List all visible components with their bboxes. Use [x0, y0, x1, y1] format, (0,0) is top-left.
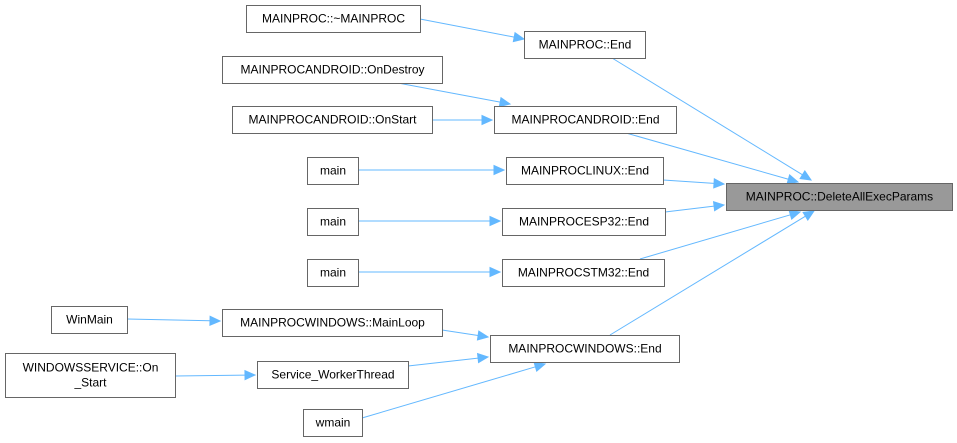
- edge-n_esp32_end-to-n_target: [664, 205, 715, 213]
- node-mainproc-end[interactable]: MAINPROC::End: [524, 31, 646, 59]
- arrowhead-n_android_onstart-to-n_android_end: [481, 114, 494, 126]
- node-box[interactable]: [222, 309, 443, 337]
- node-label: MAINPROC::DeleteAllExecParams: [746, 190, 933, 204]
- arrowhead-n_main_esp32-to-n_esp32_end: [489, 215, 502, 227]
- node-service-worker[interactable]: Service_WorkerThread: [257, 361, 409, 389]
- node-label: Service_WorkerThread: [271, 368, 394, 382]
- edge-n_windows_mainloop-to-n_windows_end: [441, 329, 479, 336]
- edge-n_stm32_end-to-n_target: [639, 214, 791, 260]
- arrowhead-n_esp32_end-to-n_target: [712, 201, 726, 212]
- node-label: MAINPROCANDROID::OnStart: [248, 113, 417, 127]
- node-box[interactable]: [490, 335, 680, 363]
- node-label: main: [320, 164, 346, 178]
- edge-n_mainproc_end-to-n_target: [611, 57, 803, 176]
- arrowhead-n_android_end-to-n_target: [786, 174, 800, 185]
- node-box[interactable]: [5, 353, 176, 398]
- node-box[interactable]: [307, 208, 359, 236]
- node-label: wmain: [315, 416, 351, 430]
- edge-n_linux_end-to-n_target: [662, 179, 715, 184]
- node-label: MAINPROC::End: [539, 38, 632, 52]
- arrowhead-n_mainproc_dtor-to-n_mainproc_end: [512, 31, 526, 43]
- node-esp32-end[interactable]: MAINPROCESP32::End: [502, 208, 666, 236]
- edge-n_mainproc_dtor-to-n_mainproc_end: [419, 18, 515, 38]
- node-label: main: [320, 215, 346, 229]
- node-box[interactable]: [307, 259, 359, 287]
- arrowhead-n_windows_end-to-n_target: [802, 210, 816, 221]
- node-label: WINDOWSSERVICE::On: [23, 361, 159, 375]
- node-box[interactable]: [246, 5, 421, 33]
- node-box[interactable]: [494, 106, 677, 134]
- node-box[interactable]: [51, 306, 128, 334]
- edges-layer: [126, 18, 816, 419]
- nodes-layer: MAINPROC::~MAINPROCMAINPROC::EndMAINPROC…: [5, 5, 953, 437]
- edge-n_winmain-to-n_windows_mainloop: [126, 318, 211, 322]
- arrowhead-n_stm32_end-to-n_target: [788, 209, 802, 221]
- node-label: _Start: [73, 376, 107, 390]
- edge-n_service_worker-to-n_windows_end: [407, 357, 479, 367]
- node-label: MAINPROCANDROID::OnDestroy: [240, 63, 424, 77]
- node-box[interactable]: [524, 31, 646, 59]
- edge-n_android_end-to-n_target: [625, 132, 789, 180]
- arrowhead-n_main_linux-to-n_linux_end: [493, 164, 506, 176]
- node-label: MAINPROCWINDOWS::End: [508, 342, 661, 356]
- edge-n_wmain-to-n_windows_end: [361, 366, 536, 419]
- node-android-ondestroy[interactable]: MAINPROCANDROID::OnDestroy: [222, 56, 443, 84]
- arrowhead-n_winservice_onstart-to-n_service_worker: [244, 369, 257, 381]
- node-target[interactable]: MAINPROC::DeleteAllExecParams: [726, 183, 953, 211]
- node-label: WinMain: [66, 313, 113, 327]
- node-box[interactable]: [307, 157, 359, 185]
- node-box[interactable]: [502, 208, 666, 236]
- node-box[interactable]: [726, 183, 953, 211]
- node-android-end[interactable]: MAINPROCANDROID::End: [494, 106, 677, 134]
- arrowhead-n_windows_mainloop-to-n_windows_end: [476, 330, 490, 341]
- node-box[interactable]: [222, 56, 443, 84]
- node-winmain[interactable]: WinMain: [51, 306, 128, 334]
- arrowhead-n_service_worker-to-n_windows_end: [476, 352, 490, 364]
- node-label: MAINPROCSTM32::End: [518, 266, 649, 280]
- node-box[interactable]: [257, 361, 409, 389]
- node-label: MAINPROC::~MAINPROC: [262, 12, 405, 26]
- arrowhead-n_main_stm32-to-n_stm32_end: [489, 266, 502, 278]
- arrowhead-n_wmain-to-n_windows_end: [533, 361, 547, 373]
- edge-n_android_ondestroy-to-n_android_end: [397, 82, 501, 103]
- node-label: MAINPROCANDROID::End: [511, 113, 659, 127]
- node-label: MAINPROCLINUX::End: [521, 164, 649, 178]
- node-wmain[interactable]: wmain: [303, 409, 363, 437]
- node-label: MAINPROCWINDOWS::MainLoop: [240, 316, 425, 330]
- node-box[interactable]: [232, 106, 433, 134]
- node-label: MAINPROCESP32::End: [519, 215, 649, 229]
- edge-n_windows_end-to-n_target: [609, 215, 806, 336]
- node-windows-mainloop[interactable]: MAINPROCWINDOWS::MainLoop: [222, 309, 443, 337]
- node-main-esp32[interactable]: main: [307, 208, 359, 236]
- edge-n_winservice_onstart-to-n_service_worker: [174, 374, 246, 377]
- node-stm32-end[interactable]: MAINPROCSTM32::End: [502, 259, 665, 287]
- node-main-linux[interactable]: main: [307, 157, 359, 185]
- node-winservice-onstart[interactable]: WINDOWSSERVICE::On_Start: [5, 353, 176, 398]
- node-box[interactable]: [506, 157, 664, 185]
- arrowhead-n_android_ondestroy-to-n_android_end: [498, 96, 512, 108]
- node-main-stm32[interactable]: main: [307, 259, 359, 287]
- node-windows-end[interactable]: MAINPROCWINDOWS::End: [490, 335, 680, 363]
- arrowhead-n_linux_end-to-n_target: [713, 178, 726, 189]
- arrowhead-n_winmain-to-n_windows_mainloop: [209, 315, 222, 327]
- node-android-onstart[interactable]: MAINPROCANDROID::OnStart: [232, 106, 433, 134]
- node-label: main: [320, 266, 346, 280]
- node-linux-end[interactable]: MAINPROCLINUX::End: [506, 157, 664, 185]
- arrowhead-n_mainproc_end-to-n_target: [799, 170, 813, 181]
- node-box[interactable]: [303, 409, 363, 437]
- node-mainproc-dtor[interactable]: MAINPROC::~MAINPROC: [246, 5, 421, 33]
- node-box[interactable]: [502, 259, 665, 287]
